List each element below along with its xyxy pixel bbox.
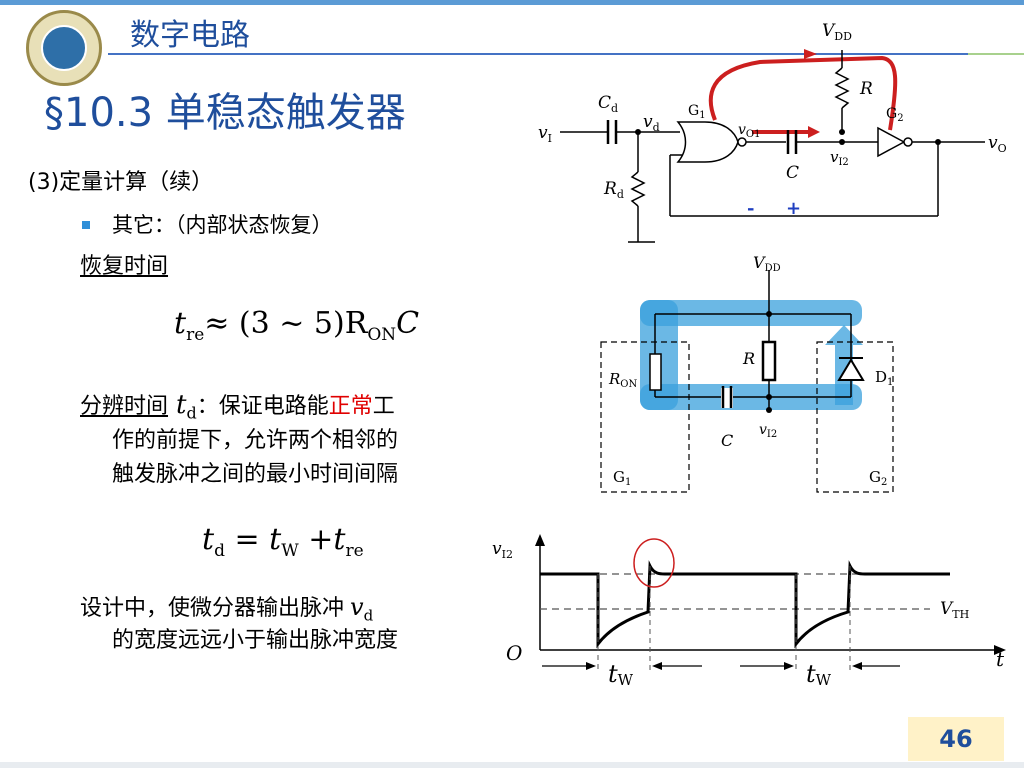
resolution-line3: 触发脉冲之间的最小时间间隔: [112, 462, 399, 487]
svg-text:R: R: [742, 349, 755, 368]
svg-text:O: O: [506, 641, 522, 665]
svg-text:G2: G2: [886, 106, 904, 124]
svg-text:C: C: [721, 431, 733, 450]
svg-text:G1: G1: [688, 103, 706, 121]
svg-text:C: C: [786, 163, 799, 183]
svg-text:vO: vO: [988, 133, 1007, 155]
design-note-line2: 的宽度远远小于输出脉冲宽度: [112, 628, 399, 653]
section-title: §10.3 单稳态触发器: [44, 90, 406, 136]
page-number: 46: [939, 725, 973, 753]
svg-text:vI2: vI2: [830, 148, 849, 168]
svg-text:VDD: VDD: [822, 21, 852, 43]
svg-text:+: +: [786, 198, 801, 219]
svg-text:vI2: vI2: [759, 422, 777, 440]
title-divider: [108, 53, 968, 55]
svg-text:RON: RON: [608, 370, 637, 390]
university-logo: [26, 10, 102, 86]
monostable-circuit-diagram: VDD R Cd vI vd G1 vO1 C vI2 G2 vO Rd - +: [538, 21, 1007, 243]
resolution-line2: 作的前提下，允许两个相邻的: [112, 428, 399, 453]
svg-text:vO1: vO1: [738, 122, 760, 140]
svg-text:Rd: Rd: [603, 179, 624, 201]
bottom-border: [0, 762, 1024, 768]
title-divider-right: [968, 53, 1024, 55]
internal-equivalent-circuit: VDD R RON D1 C vI2 G1 G2: [600, 253, 894, 493]
top-accent-bar: [0, 0, 1024, 5]
bullet-icon: [82, 221, 90, 229]
svg-text:R: R: [859, 79, 873, 99]
svg-text:G2: G2: [869, 468, 887, 488]
bullet-text: 其它：（内部状态恢复）: [112, 213, 333, 237]
svg-text:vI: vI: [538, 123, 552, 145]
vi2-waveform: vI2 VTH O t tW tW: [492, 534, 1006, 689]
svg-text:t: t: [996, 647, 1005, 671]
svg-text:VDD: VDD: [753, 253, 781, 274]
svg-text:-: -: [747, 198, 754, 219]
subsection-heading: (3)定量计算（续）: [28, 170, 214, 195]
formula-resolution-time: td = tW +tre: [202, 522, 364, 561]
course-title: 数字电路: [130, 18, 250, 53]
svg-text:Cd: Cd: [598, 93, 618, 115]
svg-text:tW: tW: [806, 660, 832, 689]
svg-text:G1: G1: [613, 468, 631, 488]
svg-text:VTH: VTH: [940, 599, 969, 621]
svg-text:vd: vd: [643, 112, 660, 134]
svg-text:vI2: vI2: [492, 539, 513, 561]
svg-text:tW: tW: [608, 660, 634, 689]
page-number-badge: [908, 717, 1004, 761]
svg-text:D1: D1: [875, 368, 893, 388]
recovery-time-label: 恢复时间: [80, 254, 169, 279]
formula-recovery-time: tre≈ (3 ~ 5)RONC: [174, 306, 420, 345]
